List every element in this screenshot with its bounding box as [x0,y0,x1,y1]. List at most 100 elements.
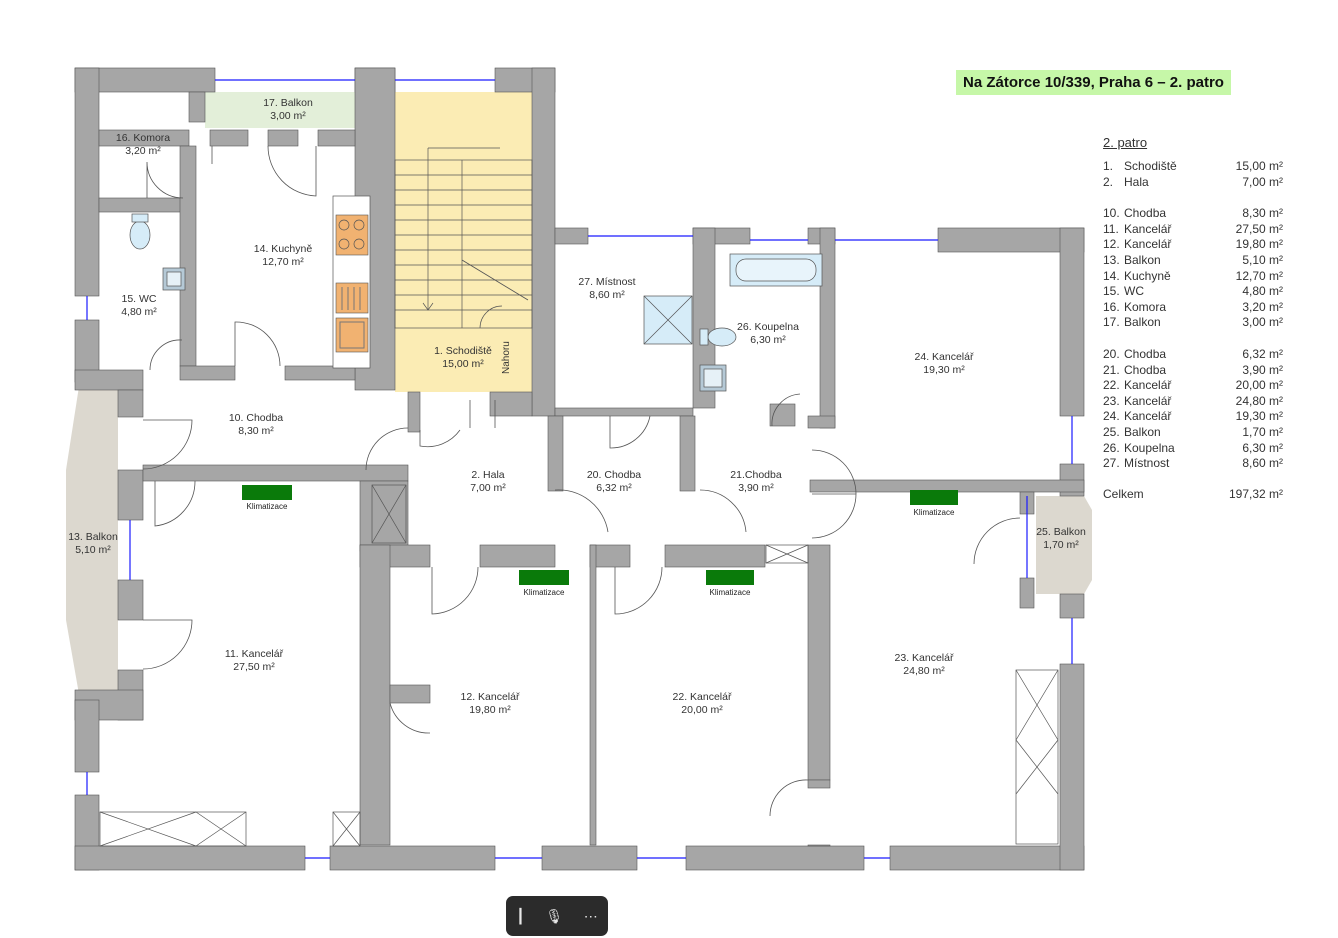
legend-room-area: 6,30 m² [1242,440,1283,455]
legend-room-area: 8,30 m² [1242,206,1283,221]
room-name-r15: 15. WC [121,293,156,305]
drainboard-icon [335,282,369,314]
legend-room-name: WC [1124,284,1144,299]
legend-room-number: 10. [1103,206,1120,221]
legend-room: 13.Balkon [1103,253,1161,269]
legend-room: 12.Kancelář [1103,237,1171,253]
legend-room-area: 1,70 m² [1242,424,1283,439]
ac-label: Klimatizace [247,502,288,511]
legend-gap [1103,190,1283,206]
room-name-r16: 16. Komora [116,132,170,144]
legend-room-area: 12,70 m² [1235,268,1283,283]
legend-room-area: 6,32 m² [1242,346,1283,361]
room-name-r26: 26. Koupelna [737,321,799,333]
kitchen [332,195,371,369]
ac-label: Klimatizace [524,588,565,597]
room-area-r12: 19,80 m² [469,704,511,716]
legend-room-name: Hala [1124,174,1149,189]
legend-room-area: 4,80 m² [1242,284,1283,299]
bath-fixtures [129,213,823,392]
balcony-13-area [66,380,118,700]
legend-room-number: 2. [1103,174,1114,189]
legend-room-name: Balkon [1124,424,1161,439]
room-name-r2: 2. Hala [471,469,504,481]
legend-room: 20. Chodba [1103,347,1166,363]
legend-room-number: 20. [1103,346,1120,361]
microphone-icon[interactable]: 🎙︎ [545,907,564,924]
text-cursor-icon[interactable]: ┃ [516,907,525,924]
windows [86,79,1073,859]
legend-row: 20. Chodba 6,32 m² [1103,347,1283,363]
page-title: Na Zátorce 10/339, Praha 6 – 2. patro [956,70,1231,95]
legend-row: 12.Kancelář 19,80 m² [1103,237,1283,253]
legend-room-number: 24. [1103,409,1120,424]
legend-total: Celkem 197,32 m² [1103,487,1283,501]
legend-room-name: Balkon [1124,315,1161,330]
ac-unit [706,570,754,585]
legend-room-number: 21. [1103,362,1120,377]
legend-gap [1103,331,1283,347]
legend-room: 21.Chodba [1103,363,1166,379]
legend-room-number: 12. [1103,237,1120,252]
legend-row: 27. Místnost 8,60 m² [1103,456,1283,472]
ac-units [242,485,958,585]
legend-room: 25.Balkon [1103,425,1161,441]
stairs-area [395,92,532,392]
floor-fills [66,92,1092,700]
room-name-r11: 11. Kancelář [225,648,284,660]
legend-room-name: Chodba [1124,346,1167,361]
more-options-icon[interactable]: ⋯ [583,907,598,924]
legend-room-number: 27. [1103,456,1120,471]
legend-row: 16.Komora 3,20 m² [1103,300,1283,316]
legend-room-number: 1. [1103,159,1114,173]
ac-unit [519,570,569,585]
room-area-r26: 6,30 m² [750,334,786,346]
legend-room-area: 3,20 m² [1242,299,1283,314]
toilet-icon-2 [707,327,737,347]
room-name-r20: 20. Chodba [587,469,641,481]
room-area-r14: 12,70 m² [262,256,304,268]
legend-room-name: Kancelář [1124,221,1172,236]
legend-room-area: 3,00 m² [1242,315,1283,330]
legend-room: 23.Kancelář [1103,394,1171,410]
stairs [394,147,533,329]
room-area-r21: 3,90 m² [738,482,774,494]
room-area-r16: 3,20 m² [125,145,161,157]
room-name-r13: 13. Balkon [68,531,118,543]
legend-room: 22.Kancelář [1103,378,1171,394]
total-label: Celkem [1103,486,1144,501]
room-area-r25: 1,70 m² [1043,539,1079,551]
legend-room-area: 8,60 m² [1242,456,1283,471]
legend-room-name: Místnost [1124,456,1170,471]
legend-room-number: 22. [1103,378,1120,393]
room-name-r17: 17. Balkon [263,97,313,109]
legend-room: 16.Komora [1103,300,1166,316]
room-area-r17: 3,00 m² [270,110,306,122]
room-name-r27: 27. Místnost [578,276,635,288]
doors [142,145,1021,817]
legend-room-area: 19,80 m² [1235,237,1283,252]
legend-room-number: 13. [1103,252,1120,267]
room-name-r14: 14. Kuchyně [254,243,313,255]
balcony-17-area [205,92,370,128]
legend-room: 15.WC [1103,284,1144,300]
legend-room-name: Schodiště [1124,159,1177,173]
legend-room: 10. Chodba [1103,206,1166,222]
room-area-r24: 19,30 m² [923,364,965,376]
ac-unit [242,485,292,500]
room-area-r15: 4,80 m² [121,306,157,318]
room-name-r21: 21.Chodba [730,469,782,481]
legend-room-name: Chodba [1124,206,1167,221]
legend-room: 17.Balkon [1103,315,1161,331]
fixtures [99,484,1059,847]
legend-row: 10. Chodba 8,30 m² [1103,206,1283,222]
legend-room-number: 26. [1103,440,1120,455]
